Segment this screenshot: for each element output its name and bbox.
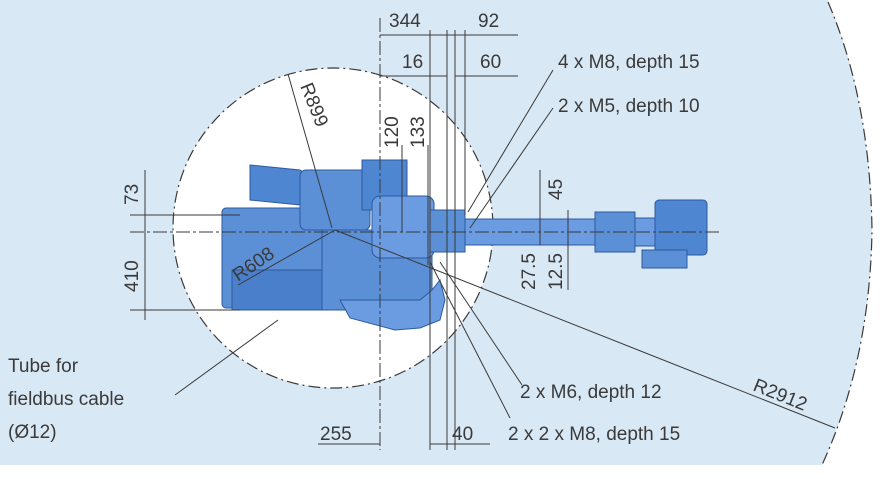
robot-shoulder: [299, 169, 371, 231]
dim-344: 344: [389, 11, 421, 32]
dim-40: 40: [452, 424, 473, 445]
outer-envelope-edge: [821, 1, 873, 466]
centerlines: [130, 18, 720, 450]
note-2x2x-m8: 2 x 2 x M8, depth 15: [508, 424, 680, 445]
dim-92: 92: [478, 11, 499, 32]
note-2x-m5: 2 x M5, depth 10: [558, 96, 700, 117]
dimension-lines: [130, 30, 569, 450]
dim-27-5: 27.5: [519, 253, 540, 290]
dim-60: 60: [480, 52, 501, 73]
dim-133: 133: [408, 116, 429, 148]
dim-16: 16: [402, 52, 423, 73]
robot-cable-guide: [339, 278, 446, 331]
dim-45: 45: [546, 179, 567, 200]
note-2x-m6: 2 x M6, depth 12: [520, 382, 662, 403]
dim-255: 255: [320, 424, 352, 445]
robot-wrist-tail: [641, 249, 688, 269]
note-tube-line-1: Tube for: [8, 356, 79, 377]
dim-73: 73: [122, 184, 143, 205]
leader-lines: [174, 69, 836, 429]
dim-12-5: 12.5: [546, 253, 567, 290]
note-4x-m8: 4 x M8, depth 15: [558, 52, 700, 73]
note-tube-line-3: (Ø12): [8, 422, 57, 443]
note-tube-line-2: fieldbus cable: [8, 389, 124, 410]
robot-top-view: [221, 159, 708, 331]
robot-wrist-motor: [654, 199, 708, 256]
robot-base-lower: [231, 269, 333, 311]
dim-410: 410: [122, 260, 143, 292]
dim-120: 120: [382, 116, 403, 148]
